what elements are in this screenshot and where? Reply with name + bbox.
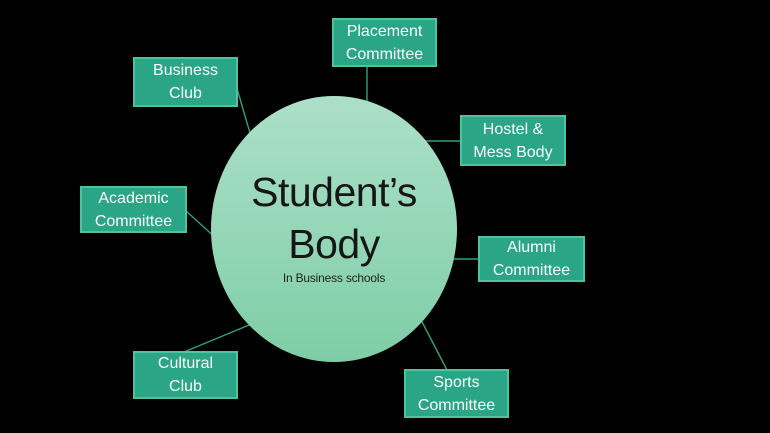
node-label-line: Alumni xyxy=(507,239,556,256)
node-label-line: Mess Body xyxy=(473,143,553,161)
node-label-line: Sports xyxy=(433,373,480,391)
central-node-students-body: Student’s Body In Business schools xyxy=(211,96,457,362)
node-alumni-committee: Alumni Committee xyxy=(478,236,585,282)
node-label-line: Committee xyxy=(345,45,424,63)
node-label-line: Hostel & xyxy=(482,120,544,138)
node-label-line: Placement xyxy=(346,22,423,40)
node-academic-committee: Academic Committee xyxy=(80,186,187,233)
node-cultural-club: Cultural Club xyxy=(133,351,238,399)
node-placement-committee: Placement Committee xyxy=(332,18,437,67)
node-label-line: Committee xyxy=(94,212,173,230)
node-label-line: Club xyxy=(169,85,202,102)
node-hostel-mess-body: Hostel & Mess Body xyxy=(460,115,566,166)
node-label-line: Business xyxy=(153,62,218,79)
connector-cultural-club xyxy=(183,322,255,353)
node-label-line: Committee xyxy=(417,396,496,414)
central-node-title: Student’s Body xyxy=(211,166,457,270)
central-node-title-line1: Student’s xyxy=(251,169,417,215)
node-label-line: Committee xyxy=(492,262,571,279)
node-label-line: Academic xyxy=(98,189,169,207)
node-label-line: Cultural xyxy=(157,355,214,372)
node-business-club: Business Club xyxy=(133,57,238,107)
connector-sports-committee xyxy=(419,317,448,371)
node-label-line: Club xyxy=(169,378,202,395)
node-sports-committee: Sports Committee xyxy=(404,369,509,418)
central-node-title-line2: Body xyxy=(288,221,380,267)
central-node-subtitle: In Business schools xyxy=(282,271,386,285)
